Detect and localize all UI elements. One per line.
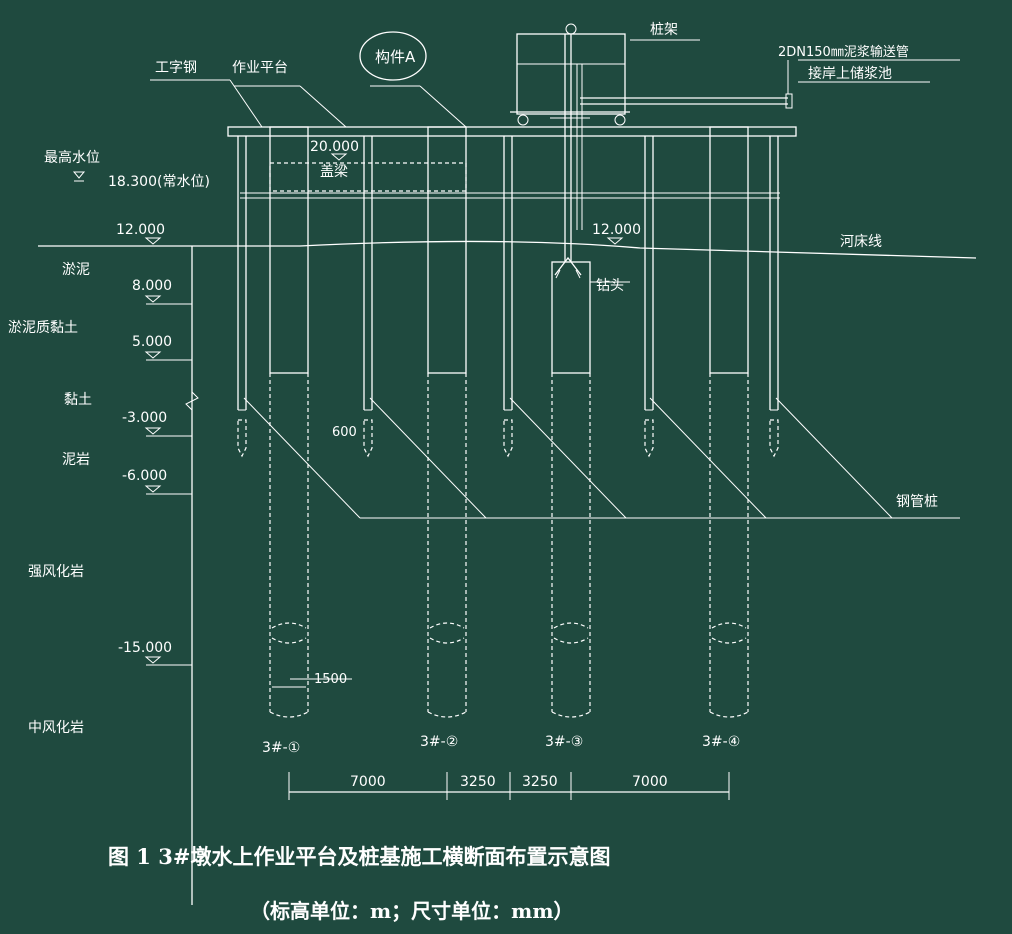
pile-id: 3#-② [420, 734, 458, 750]
steel-pipe-piles [237, 136, 779, 458]
label-riverbed-line: 河床线 [840, 234, 882, 250]
leader-lines [150, 39, 960, 680]
label-pile-dia: 1500 [314, 672, 347, 687]
label-riverbed-left-level: 12.000 [116, 222, 165, 238]
pile-id: 3#-① [262, 740, 300, 756]
stratum-name: 泥岩 [62, 452, 90, 468]
steel-pile [237, 136, 247, 458]
label-cap-beam-level: 20.000 [310, 139, 359, 155]
bored-pile-2 [427, 126, 467, 718]
component-a-circle [359, 31, 427, 81]
label-normal-water-level: 18.300(常水位) [108, 174, 210, 190]
bored-piles [269, 126, 749, 718]
steel-pile [503, 136, 513, 458]
label-i-beam: 工字钢 [155, 60, 197, 76]
steel-pile [363, 136, 373, 458]
slurry-pipe [580, 60, 793, 109]
stratum-name: 淤泥质黏土 [8, 320, 78, 336]
riverbed-line [38, 240, 977, 259]
steel-pile [644, 136, 654, 458]
pile-id: 3#-③ [545, 734, 583, 750]
spacing-label: 3250 [460, 774, 496, 790]
label-slurry-pipe: 2DN150㎜泥浆输送管 [778, 44, 909, 60]
stratum-name: 淤泥 [62, 262, 90, 278]
level-markers [72, 153, 624, 666]
drill-head [554, 256, 582, 279]
stratum-level: -3.000 [122, 410, 167, 426]
pile-frame [510, 23, 630, 262]
label-slurry-tank: 接岸上储浆池 [808, 65, 892, 82]
spacing-label: 7000 [632, 774, 668, 790]
bored-pile-1 [269, 126, 309, 718]
dimension-line [288, 772, 730, 800]
figure-subcaption: （标高单位：m；尺寸单位：mm） [250, 899, 574, 923]
label-cap-beam: 盖梁 [320, 164, 348, 180]
stratum-level: 8.000 [132, 278, 172, 294]
label-platform: 作业平台 [232, 60, 288, 76]
stratum-level: -6.000 [122, 468, 167, 484]
spacing-label: 7000 [350, 774, 386, 790]
stratum-name: 黏土 [64, 392, 92, 408]
label-steel-pipe-dia: 600 [332, 425, 357, 440]
figure-caption: 图 1 3#墩水上作业平台及桩基施工横断面布置示意图 [108, 844, 610, 869]
stratum-name: 强风化岩 [28, 564, 84, 580]
label-steel-pipe-pile: 钢管桩 [896, 493, 938, 510]
label-max-water-level: 最高水位 [44, 149, 100, 166]
label-component-a: 构件A [375, 48, 416, 66]
label-pile-frame: 桩架 [650, 21, 678, 38]
steel-pile [769, 136, 779, 458]
stratum-level: -15.000 [118, 640, 172, 656]
bored-pile-4 [709, 126, 749, 718]
stratum-level: 5.000 [132, 334, 172, 350]
pile-id: 3#-④ [702, 734, 740, 750]
stratum-name: 中风化岩 [28, 720, 84, 736]
label-riverbed-right-level: 12.000 [592, 222, 641, 238]
spacing-label: 3250 [522, 774, 558, 790]
cap-beam-outline [269, 162, 467, 192]
bored-pile-3 [551, 261, 591, 718]
label-drill-head: 钻头 [596, 278, 624, 294]
